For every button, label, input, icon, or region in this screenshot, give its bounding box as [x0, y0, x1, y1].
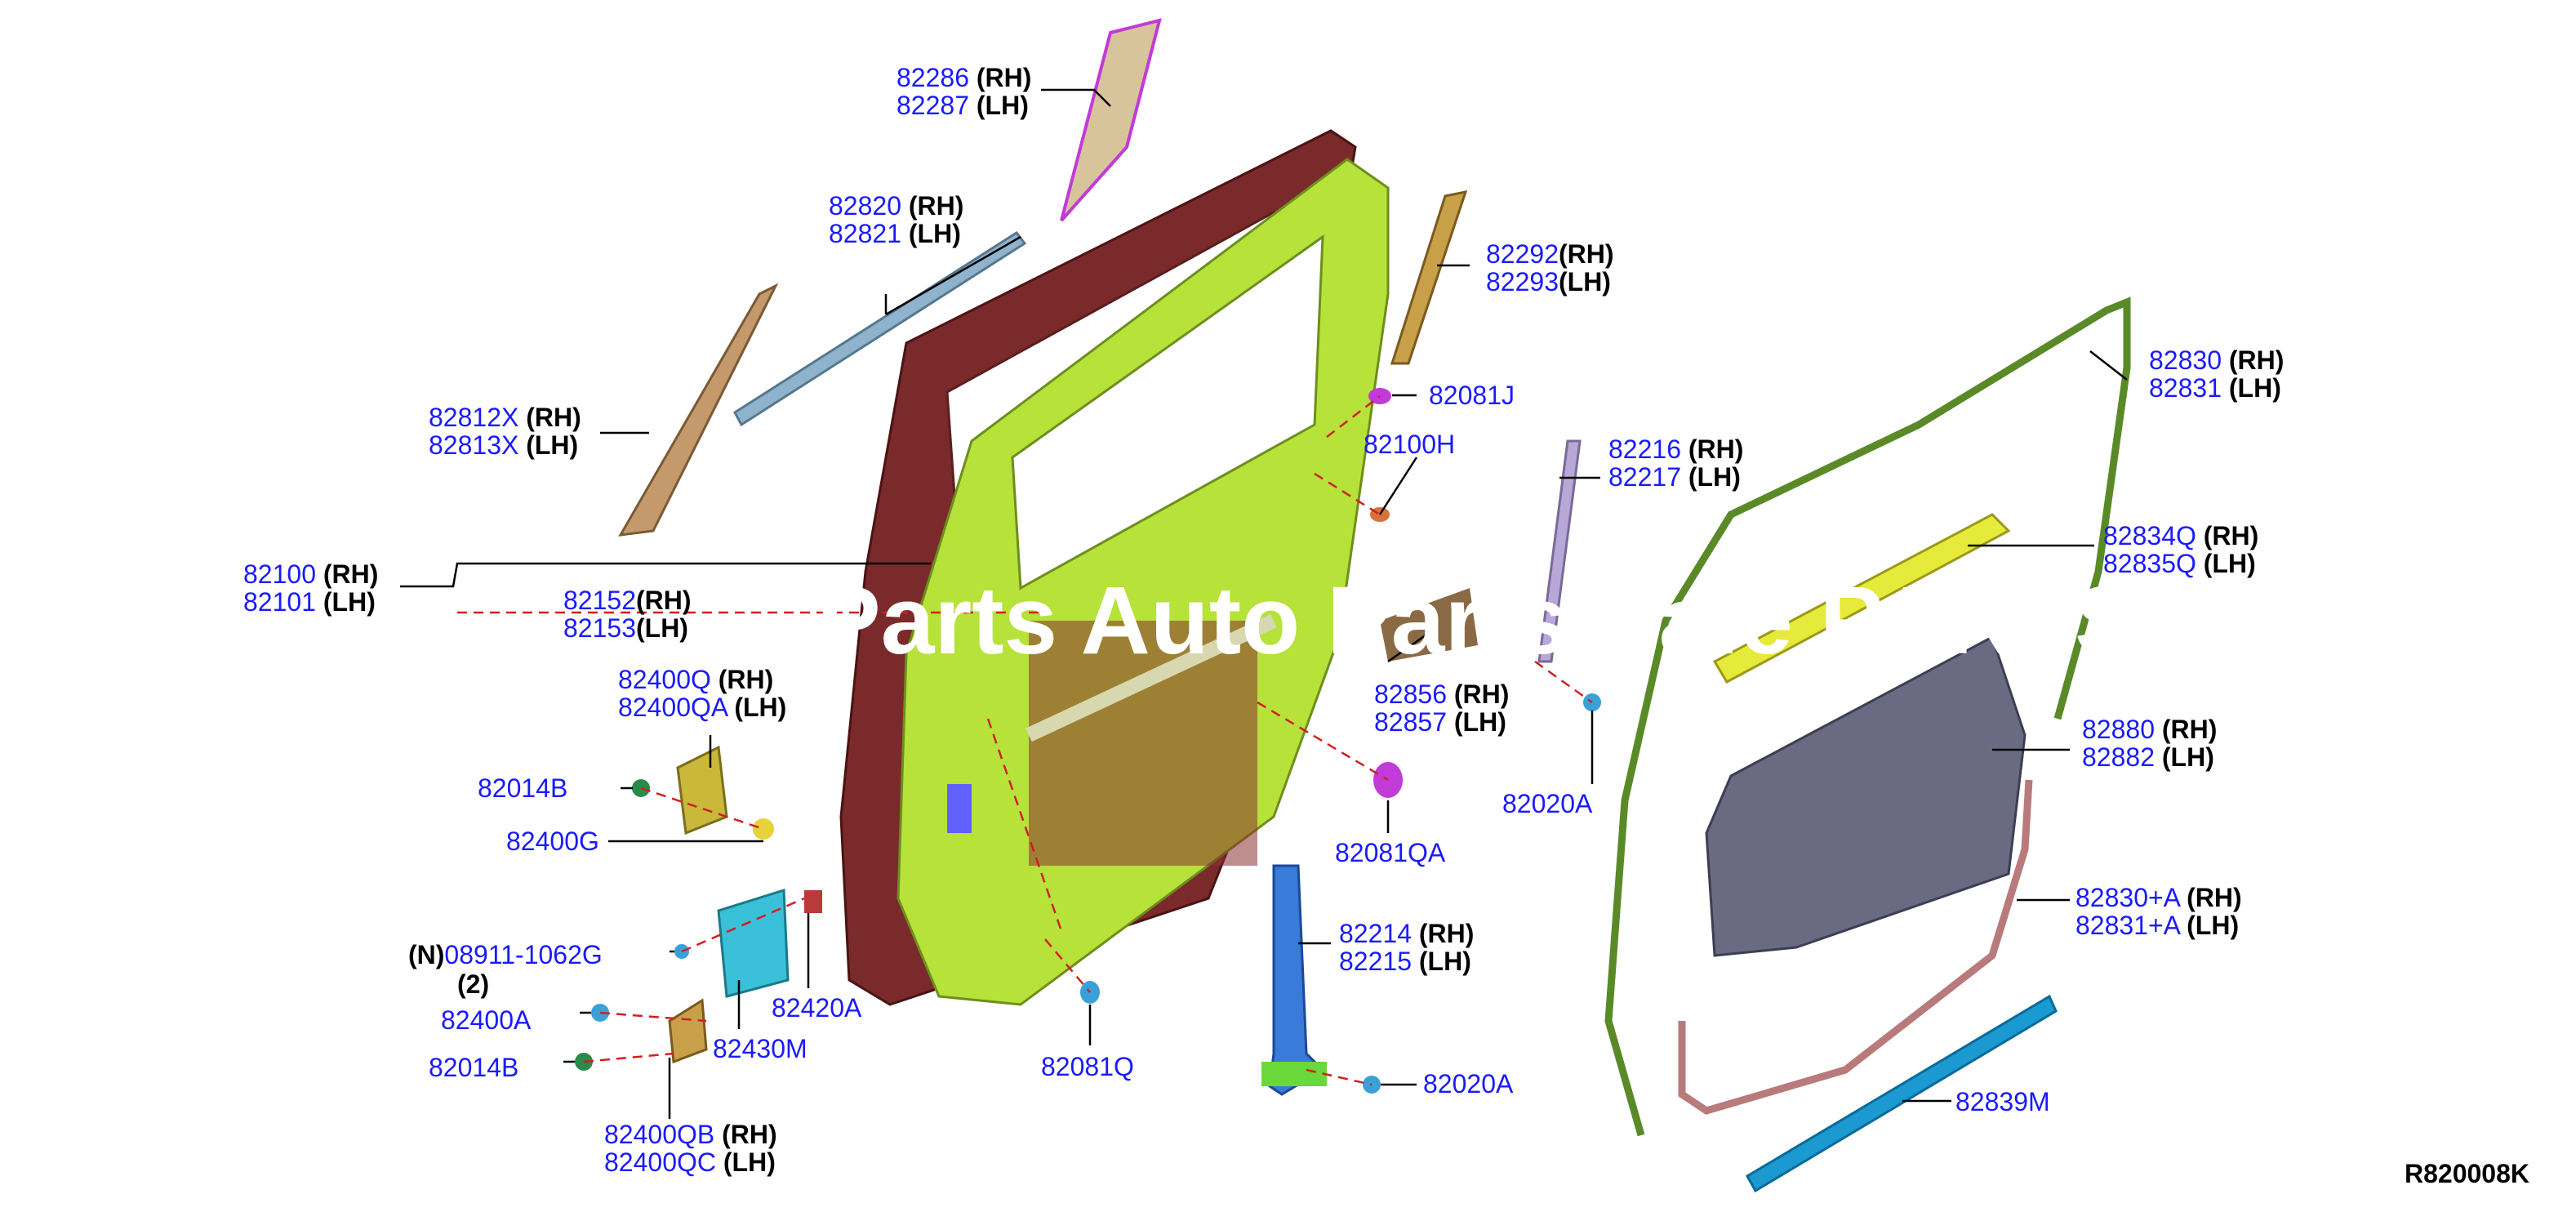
weatherstrip-82830A [1678, 779, 2033, 1115]
label-82100: 82100 (RH) [243, 559, 378, 589]
pillar-trim-82812X [618, 283, 779, 537]
assembly-dash-lines [457, 395, 1593, 1086]
label-82286: 82286 (RH) [896, 63, 1031, 92]
label-82857: 82857 (LH) [1374, 707, 1506, 737]
label-82400A: 82400A [441, 1005, 532, 1035]
label-82839M: 82839M [1955, 1087, 2050, 1116]
label-82856: 82856 (RH) [1374, 680, 1509, 709]
label-82293: 82293(LH) [1486, 267, 1611, 296]
label-82081QA: 82081QA [1335, 838, 1446, 867]
label-08911-qty: (2) [457, 969, 489, 999]
watermark: Parts Auto Parts Sale PARTS [816, 567, 2139, 675]
label-82216: 82216 (RH) [1608, 434, 1743, 464]
label-82020A-top: 82020A [1502, 789, 1593, 818]
label-82292: 82292(RH) [1486, 239, 1614, 269]
channel-82214 [1268, 864, 1325, 1096]
label-82100H: 82100H [1364, 430, 1455, 459]
bolt-82420A [804, 890, 822, 913]
label-82813X: 82813X (LH) [429, 430, 578, 460]
label-08911-1062G: (N)08911-1062G [408, 940, 603, 969]
label-82420A: 82420A [772, 993, 862, 1023]
label-82152: 82152(RH) [563, 586, 692, 615]
label-82400QB: 82400QB (RH) [604, 1120, 777, 1149]
sill-molding-82839M [1745, 994, 2058, 1193]
label-82430M: 82430M [713, 1034, 808, 1063]
label-82153: 82153(LH) [563, 613, 688, 643]
label-82217: 82217 (LH) [1608, 462, 1741, 492]
label-82400QA: 82400QA (LH) [618, 693, 786, 722]
label-82081Q: 82081Q [1041, 1052, 1134, 1081]
label-82831: 82831 (LH) [2149, 373, 2281, 403]
sash-trim-82292 [1390, 190, 1468, 365]
label-82834Q: 82834Q (RH) [2103, 521, 2258, 550]
leader-lines [400, 88, 2128, 1119]
label-82830: 82830 (RH) [2149, 345, 2284, 375]
channel-base-82214 [1261, 1062, 1327, 1086]
label-82101: 82101 (LH) [243, 587, 376, 617]
label-82400Q: 82400Q (RH) [618, 665, 773, 694]
belt-weatherstrip-82834Q [1712, 513, 2011, 684]
label-82214: 82214 (RH) [1339, 919, 1474, 948]
label-82014B-top: 82014B [478, 773, 567, 803]
door-check-82430M [717, 888, 790, 998]
pillar-trim-82286 [1060, 18, 1162, 222]
label-82400QC: 82400QC (LH) [604, 1147, 776, 1177]
door-inner-frame [896, 158, 1390, 1006]
glass-run-82216 [1537, 439, 1582, 663]
label-82812X: 82812X (RH) [429, 403, 581, 432]
label-82820: 82820 (RH) [829, 191, 963, 221]
weatherstrip-82830 [1604, 296, 2131, 1137]
label-82882: 82882 (LH) [2082, 742, 2214, 772]
label-82880: 82880 (RH) [2082, 715, 2217, 744]
hinge-upper-82400Q [676, 745, 728, 835]
reference-code: R820008K [2405, 1159, 2529, 1188]
sealing-screen-82880 [1705, 635, 2027, 957]
label-82020A-bottom: 82020A [1423, 1069, 1514, 1098]
bracket-82856 [1380, 588, 1478, 662]
label-82821: 82821 (LH) [829, 219, 961, 248]
label-82835Q: 82835Q (LH) [2103, 549, 2256, 578]
label-82014B-bottom: 82014B [429, 1053, 518, 1082]
label-82400G: 82400G [506, 827, 599, 856]
bolt-82400G [753, 818, 774, 840]
hinge-lower-82400QB [668, 998, 708, 1064]
label-82831A: 82831+A (LH) [2075, 911, 2239, 940]
label-82830A: 82830+A (RH) [2075, 883, 2242, 912]
label-82215: 82215 (LH) [1339, 947, 1471, 976]
label-82287: 82287 (LH) [896, 91, 1029, 120]
label-82081J: 82081J [1429, 381, 1515, 410]
